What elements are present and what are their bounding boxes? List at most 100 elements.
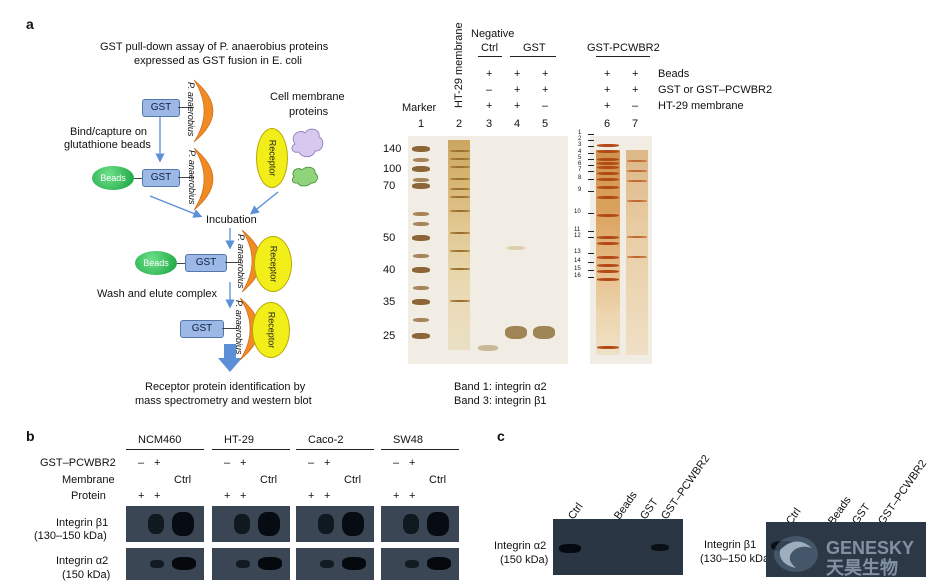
b-protein-sign: + (240, 490, 247, 502)
schematic-title-2: expressed as GST fusion in E. coli (134, 55, 302, 67)
b-gst-sign: + (324, 457, 331, 469)
cell-line-underline (212, 449, 290, 450)
b-b1-band (258, 512, 280, 536)
lane-number: 1 (418, 118, 425, 130)
gst-box-1: GST (142, 99, 180, 117)
lane-2-band (450, 232, 470, 234)
gst-box-2: GST (142, 169, 180, 187)
membrane-protein-cloud-2 (291, 166, 318, 187)
lane-6-band (597, 158, 619, 161)
band-number: 3 (578, 142, 582, 148)
lane-6-band (597, 256, 619, 259)
band-number: 12 (574, 233, 581, 239)
lane-6-band (597, 214, 619, 217)
gel-sign: + (514, 68, 521, 80)
gel-sign: + (514, 84, 521, 96)
band-tick (588, 146, 594, 147)
lane-2-band (450, 178, 470, 180)
p-anaerobius-label-3: P. anaerobius (236, 234, 246, 289)
gel-sign: + (632, 84, 639, 96)
lane-6-band (597, 242, 619, 245)
lane-3-band (478, 345, 498, 351)
cell-line-underline (126, 449, 204, 450)
band-tick (588, 191, 594, 192)
cell-line-header: NCM460 (138, 434, 182, 446)
gst-underline (510, 56, 556, 57)
linker-4 (177, 263, 185, 264)
kda-label: 70 (383, 180, 396, 192)
band-note-1: Band 1: integrin α2 (454, 381, 547, 393)
band-note-2: Band 3: integrin β1 (454, 395, 547, 407)
b-protein-sign: + (324, 490, 331, 502)
kda-label: 100 (383, 163, 402, 175)
b-integrin-b1-label: Integrin β1 (56, 517, 109, 529)
bind-capture-label-1: Bind/capture on (70, 126, 148, 138)
band-number: 5 (578, 155, 582, 161)
genesky-logo (774, 536, 818, 572)
gst-pcwbr2-header: GST-PCWBR2 (587, 42, 660, 54)
band-tick (588, 237, 594, 238)
gst-header: GST (523, 42, 546, 54)
b-b1-band (148, 514, 164, 534)
row-label-ht29: HT-29 membrane (658, 100, 744, 112)
band-tick (588, 140, 594, 141)
band-number: 16 (574, 273, 581, 279)
marker-band (412, 183, 430, 189)
band-number: 10 (574, 209, 581, 215)
lane-number: 6 (604, 118, 611, 130)
panel-b-label: b (26, 428, 35, 444)
gel-sign: + (604, 100, 611, 112)
kda-label: 35 (383, 296, 396, 308)
lane-2-band (450, 150, 470, 152)
receptor-1: Receptor (256, 128, 288, 188)
lane-number: 3 (486, 118, 493, 130)
kda-label: 50 (383, 232, 396, 244)
gel-sign: + (486, 100, 493, 112)
lane-7-band (627, 180, 647, 182)
b-gst-sign: – (138, 457, 145, 469)
wash-elute-label: Wash and elute complex (97, 288, 218, 300)
lane-6-band (597, 150, 619, 153)
gel-sign: + (486, 68, 493, 80)
p-anaerobius-label-4: P. anaerobius (234, 300, 244, 355)
bead-2: Beads (135, 251, 177, 275)
lane-2-band (450, 166, 470, 168)
lane-6-band (597, 270, 619, 273)
lane-6-band (597, 264, 619, 267)
lane-4-gst-band (505, 326, 527, 339)
lane-number: 7 (632, 118, 639, 130)
band-tick (588, 213, 594, 214)
gel-sign: + (514, 100, 521, 112)
gst-box-4: GST (180, 320, 224, 338)
band-number: 13 (574, 249, 581, 255)
linker-5 (225, 262, 241, 263)
cell-line-header: HT-29 (224, 434, 254, 446)
marker-band-minor (413, 158, 429, 162)
b-protein-sign: + (138, 490, 145, 502)
lane-6-band (597, 162, 619, 165)
marker-band-minor (413, 178, 429, 182)
band-tick (588, 277, 594, 278)
lane-6-band (597, 178, 619, 181)
incubation-label: Incubation (206, 214, 257, 226)
gel-sign: + (632, 68, 639, 80)
marker-band-minor (413, 212, 429, 216)
band-number: 2 (578, 136, 582, 142)
lane-6-smear (596, 150, 620, 355)
b-b1-band (234, 514, 250, 534)
b-a2-band (258, 557, 282, 570)
row-gst-pcwbr2: GST–PCWBR2 (40, 457, 116, 469)
lane-number: 4 (514, 118, 521, 130)
lane-6-band (597, 278, 619, 281)
b-membrane-ctrl: Ctrl (429, 474, 447, 486)
b-a2-band (427, 557, 451, 570)
b-integrin-b1-kda: (130–150 kDa) (34, 530, 107, 542)
bead-1: Beads (92, 166, 134, 190)
lane-2-band (450, 210, 470, 212)
lane-2-band (450, 196, 470, 198)
c-a2-gstpcwbr2-band (651, 544, 669, 551)
band-number: 6 (578, 161, 582, 167)
receptor-3: Receptor (252, 302, 290, 358)
panel-a-label: a (26, 16, 34, 32)
